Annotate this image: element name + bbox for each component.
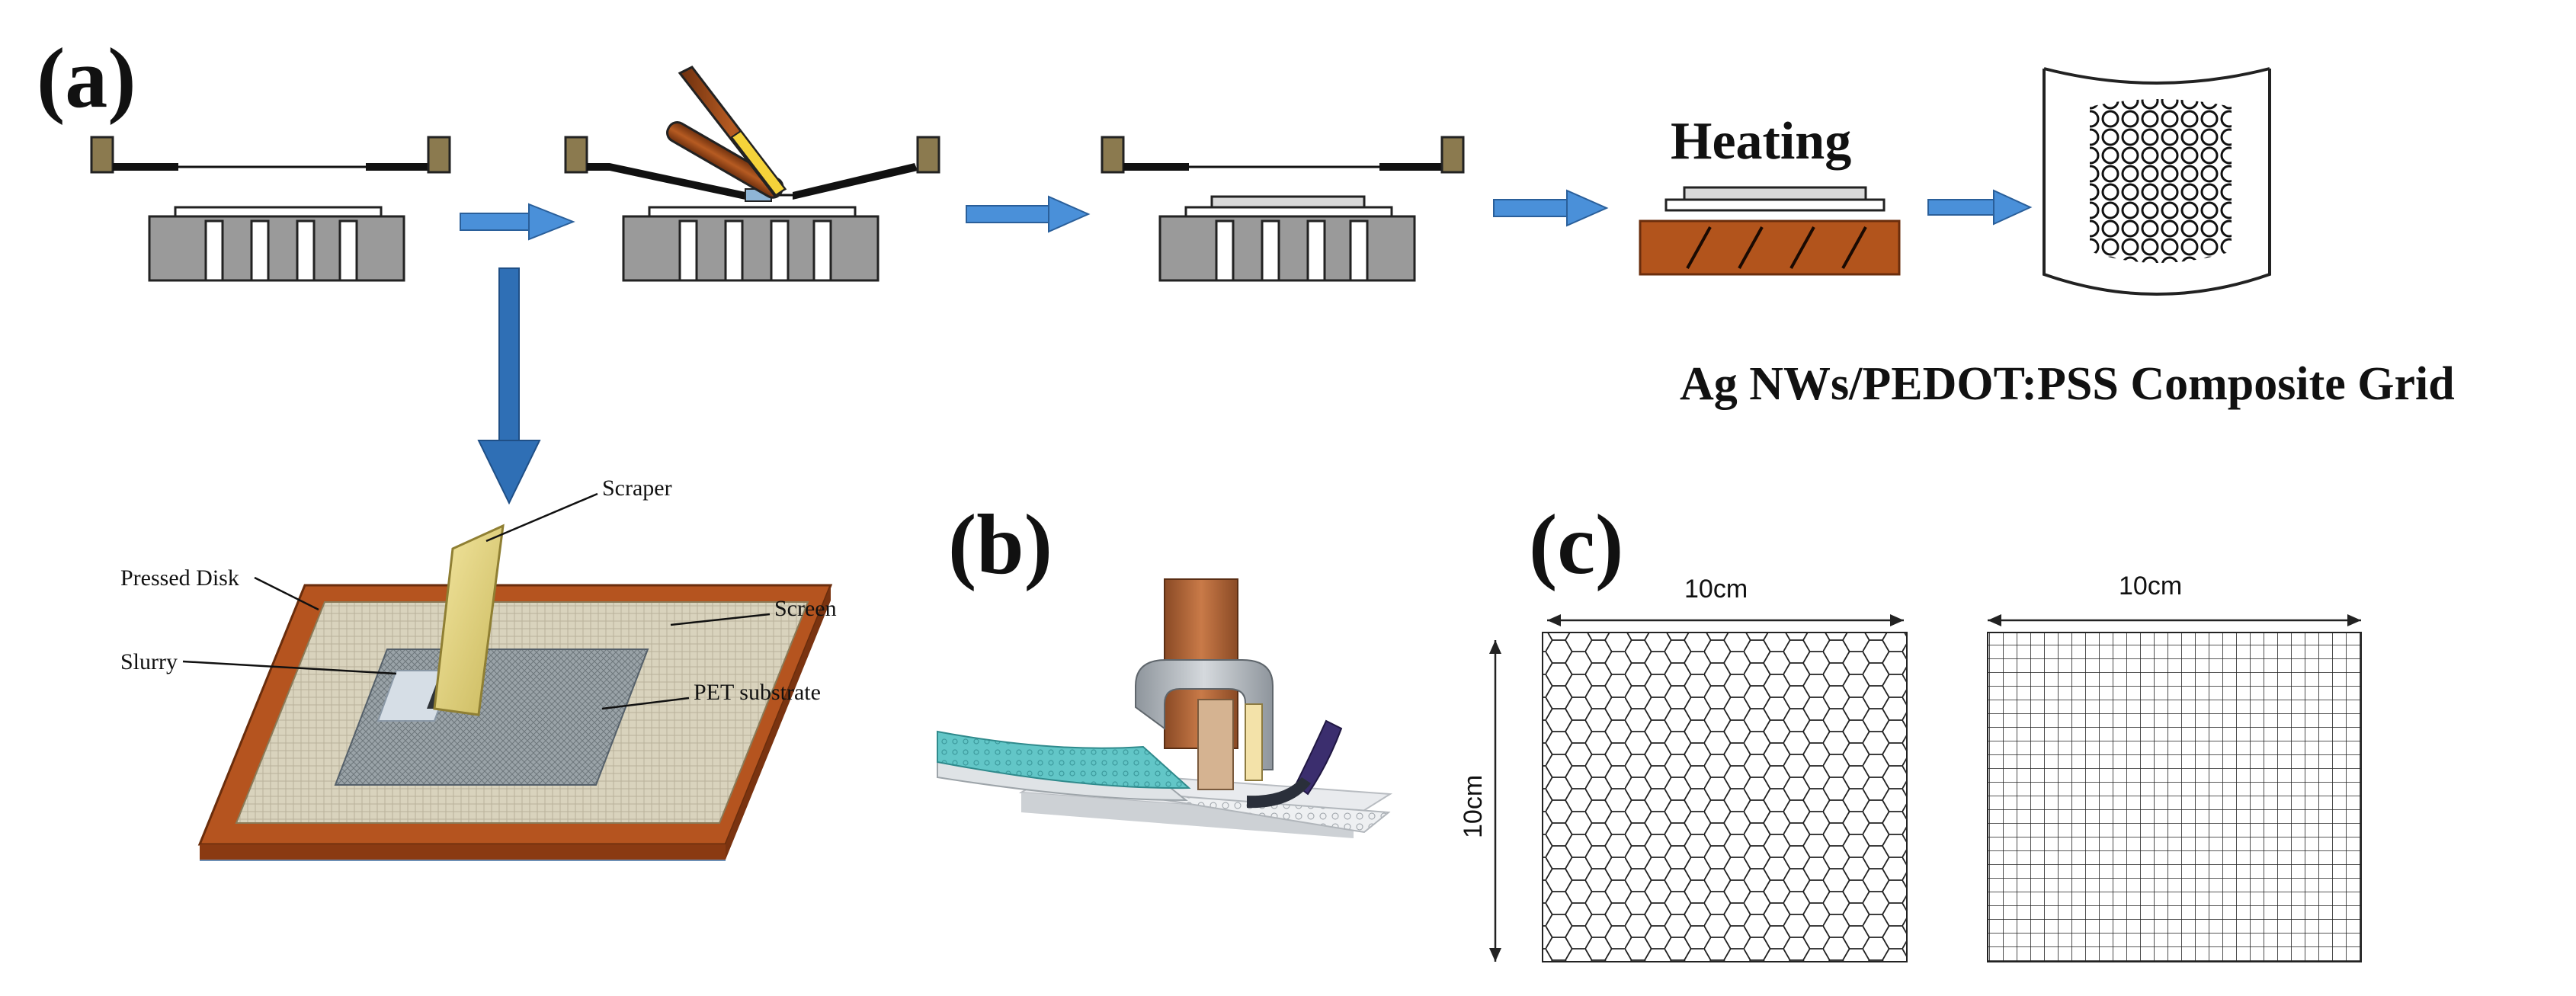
squeegee-blade	[730, 130, 787, 197]
process-arrow	[1493, 189, 1609, 227]
left-frame-arm	[1123, 163, 1189, 171]
process-arrow	[1927, 189, 2033, 226]
step3-printed	[1101, 136, 1465, 282]
vacuum-block	[148, 215, 405, 282]
panel-label-b: (b)	[948, 498, 1053, 592]
scraper-label: Scraper	[602, 476, 672, 501]
square-width-label: 10cm	[2119, 572, 2182, 600]
pet-substrate-label: PET substrate	[694, 680, 821, 705]
screen-printing-3d	[197, 524, 833, 861]
screen-leader	[670, 613, 771, 626]
substrate-plate	[1664, 198, 1886, 212]
left-frame-arm-tilted	[587, 163, 745, 200]
vacuum-slot	[770, 219, 790, 282]
printed-layer	[1210, 195, 1366, 209]
inner-slider	[1197, 699, 1234, 790]
heater-hatch	[1686, 226, 1712, 269]
clamp-pad	[1245, 703, 1263, 781]
vacuum-slot	[204, 219, 224, 282]
hot-plate	[1639, 219, 1901, 276]
vacuum-slot	[1261, 219, 1280, 282]
vacuum-slot	[724, 219, 744, 282]
right-post	[427, 136, 451, 174]
vacuum-slot	[338, 219, 358, 282]
cylinder-rim	[2043, 67, 2270, 85]
bent-sample-edge	[1294, 719, 1343, 796]
step1-printer	[90, 136, 451, 282]
screen-label: Screen	[774, 596, 837, 621]
callouts: Scraper Pressed Disk Screen Slurry PET s…	[120, 476, 837, 710]
process-arrow	[966, 195, 1091, 233]
square-mesh	[1987, 632, 2362, 962]
hex-height-label: 10cm	[1459, 775, 1488, 838]
hexagonal-grid-sample: 10cm 10cm	[1459, 575, 1908, 962]
substrate-plate	[1184, 206, 1393, 218]
left-post	[1101, 136, 1125, 174]
heating-label: Heating	[1671, 112, 1851, 171]
substrate-plate	[648, 206, 857, 218]
square-grid-sample: 10cm	[1987, 572, 2362, 962]
process-arrow	[460, 203, 575, 241]
scraper-blade	[433, 524, 505, 716]
substrate-plate	[174, 206, 383, 218]
heater-hatch	[1738, 226, 1764, 269]
left-post	[90, 136, 114, 174]
flexible-grid-cylinder	[2043, 67, 2271, 296]
printed-layer	[1683, 186, 1867, 201]
cylinder-hex-grid	[2090, 99, 2232, 263]
heater-hatch	[1841, 226, 1867, 269]
step2-printing	[564, 66, 940, 282]
vacuum-slot	[1349, 219, 1369, 282]
right-frame-arm	[1379, 163, 1442, 171]
frame-right-edge	[726, 585, 831, 860]
bent-sample-curve	[1247, 777, 1311, 809]
bending-test-device	[937, 578, 1393, 838]
hexagonal-mesh	[1542, 632, 1908, 962]
down-arrow	[477, 267, 541, 505]
slurry-label: Slurry	[120, 649, 178, 674]
vacuum-slot	[678, 219, 698, 282]
step4-heating	[1639, 186, 1901, 276]
vacuum-slot	[296, 219, 316, 282]
left-post	[564, 136, 588, 174]
right-frame-arm	[366, 163, 428, 171]
hex-width-label: 10cm	[1684, 575, 1748, 604]
teal-film	[937, 730, 1191, 789]
u-clamp	[1135, 659, 1274, 770]
heater-hatch	[1789, 226, 1815, 269]
scraper-leader	[485, 492, 598, 543]
pressed-disk-leader	[254, 576, 319, 611]
right-frame-arm-tilted	[793, 163, 918, 200]
frame-front-edge	[200, 844, 726, 860]
vacuum-slot	[812, 219, 832, 282]
slurry-leader	[182, 660, 397, 675]
panel-label-a: (a)	[37, 31, 136, 126]
pet-substrate-leader	[601, 697, 690, 710]
composite-grid-label: Ag NWs/PEDOT:PSS Composite Grid	[1680, 358, 2455, 410]
vacuum-slot	[1306, 219, 1326, 282]
right-post	[916, 136, 940, 174]
vacuum-slot	[250, 219, 270, 282]
panel-label-c: (c)	[1529, 498, 1623, 592]
vacuum-slot	[1215, 219, 1235, 282]
vacuum-block	[622, 215, 879, 282]
pressed-disk-label: Pressed Disk	[120, 565, 239, 591]
left-frame-arm	[113, 163, 178, 171]
vacuum-block	[1158, 215, 1416, 282]
right-post	[1440, 136, 1465, 174]
base-rail-side	[1021, 793, 1354, 838]
